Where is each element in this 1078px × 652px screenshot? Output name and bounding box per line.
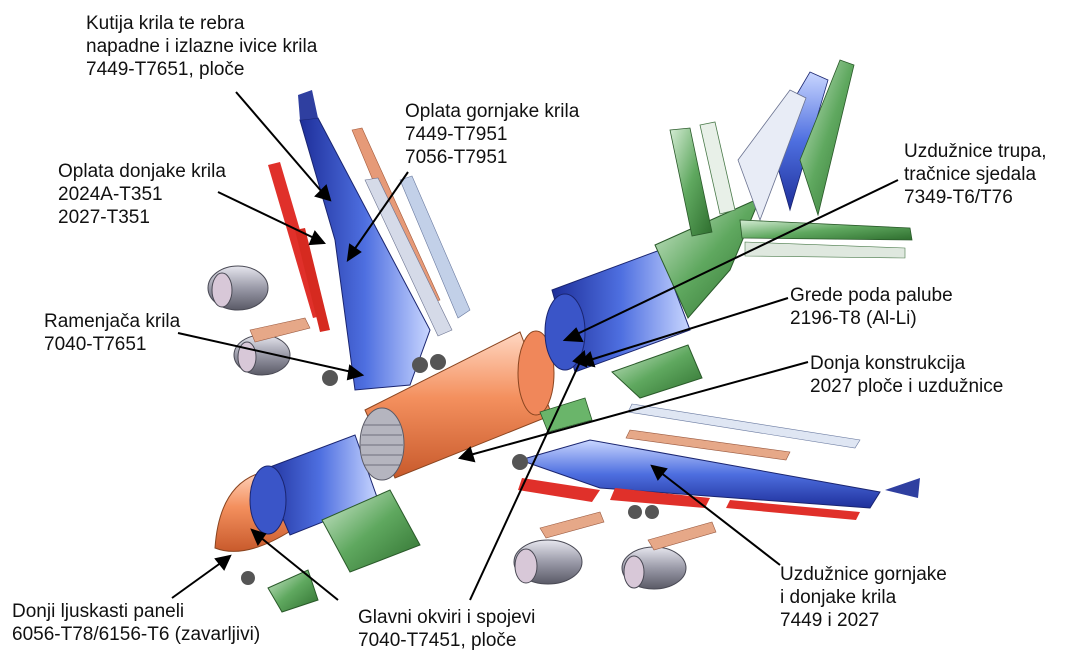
tail-group [670,60,912,258]
right-landing-gear-wheel-3 [645,505,659,519]
label-wing-box: Kutija krila te rebra napadne i izlazne … [86,12,317,81]
horizontal-stabilizer-right-2 [745,242,905,258]
label-main-frames: Glavni okviri i spojevi 7040-T7451, ploč… [358,606,535,652]
label-line: 7056-T7951 [405,146,579,169]
left-engine-1-intake [212,273,232,307]
label-lower-wing-skin: Oplata donjake krila 2024A-T351 2027-T35… [58,160,226,229]
label-line: 2027-T351 [58,206,226,229]
label-upper-wing-skin: Oplata gornjake krila 7449-T7951 7056-T7… [405,100,579,169]
forward-section-end [250,466,286,534]
label-line: 7449-T7651, ploče [86,58,317,81]
horizontal-stabilizer-right [740,220,912,240]
arrow-lower-shell-panels [216,556,230,569]
label-line: Uzdužnice trupa, [904,140,1047,163]
label-line: 7449-T7951 [405,123,579,146]
label-fuselage-stringers: Uzdužnice trupa, tračnice sjedala 7349-T… [904,140,1047,209]
left-pylon [250,318,310,342]
label-floor-beams: Grede poda palube 2196-T8 (Al-Li) [790,284,953,330]
label-line: 7449 i 2027 [780,609,947,632]
label-line: 7349-T6/T76 [904,186,1047,209]
arrow-lower-wing-skin [310,232,324,244]
nose-gear-wheel [241,571,255,585]
leader-lower-wing-skin [218,192,314,238]
label-line: Donji ljuskasti paneli [12,600,260,623]
left-landing-gear-wheel-3 [430,354,446,370]
label-wing-stringers: Uzdužnice gornjake i donjake krila 7449 … [780,563,947,632]
left-landing-gear-wheel-1 [322,370,338,386]
label-line: i donjake krila [780,586,947,609]
label-line: Donja konstrukcija [810,352,1003,375]
label-line: Oplata gornjake krila [405,100,579,123]
right-winglet [885,478,920,498]
label-line: Oplata donjake krila [58,160,226,183]
label-line: Glavni okviri i spojevi [358,606,535,629]
label-lower-structure: Donja konstrukcija 2027 ploče i uzdužnic… [810,352,1003,398]
label-line: 2027 ploče i uzdužnice [810,375,1003,398]
label-line: 7040-T7451, ploče [358,629,535,652]
belly-fairing-3 [268,570,318,612]
left-winglet [298,90,318,120]
leader-lower-shell-panels [172,562,222,598]
label-line: Ramenjača krila [44,310,180,333]
left-landing-gear-wheel-2 [412,357,428,373]
label-line: tračnice sjedala [904,163,1047,186]
right-engine-1-intake [515,549,537,583]
label-line: Grede poda palube [790,284,953,307]
right-pylon-1 [540,512,604,538]
label-line: Kutija krila te rebra [86,12,317,35]
right-engine-2-intake [624,556,644,588]
label-wing-spar: Ramenjača krila 7040-T7651 [44,310,180,356]
label-line: 2024A-T351 [58,183,226,206]
right-pylon-2 [648,522,716,550]
right-landing-gear-wheel-1 [512,454,528,470]
right-landing-gear-wheel-2 [628,505,642,519]
label-line: 2196-T8 (Al-Li) [790,307,953,330]
label-line: 6056-T78/6156-T6 (zavarljivi) [12,623,260,646]
label-line: Uzdužnice gornjake [780,563,947,586]
center-section-bulkhead [360,408,404,480]
label-lower-shell-panels: Donji ljuskasti paneli 6056-T78/6156-T6 … [12,600,260,646]
label-line: 7040-T7651 [44,333,180,356]
label-line: napadne i izlazne ivice krila [86,35,317,58]
